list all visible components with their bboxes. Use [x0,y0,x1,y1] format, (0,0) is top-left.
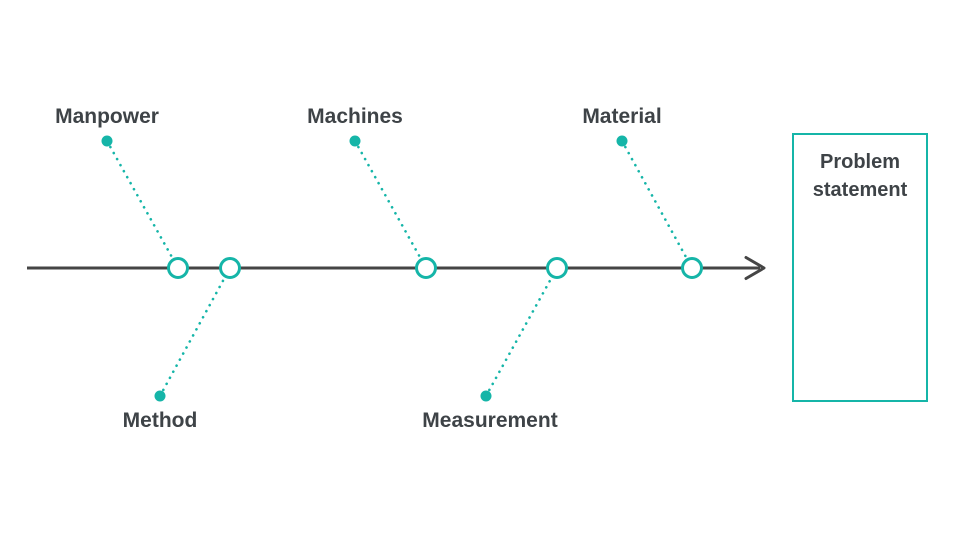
branch-endpoint-dot-measurement [480,390,492,402]
spine-node-manpower [167,257,189,279]
branch-line-machines [353,139,428,270]
branch-line-material [620,139,694,270]
branch-line-manpower [105,139,180,270]
spine-node-material [681,257,703,279]
branch-line-measurement [484,266,559,398]
branch-endpoint-dot-machines [349,135,361,147]
spine-node-machines [415,257,437,279]
problem-statement-label: Problem statement [812,151,908,201]
problem-statement-box: Problem statement [792,133,928,402]
branch-endpoint-dot-method [154,390,166,402]
spine-node-measurement [546,257,568,279]
branch-endpoint-dot-material [616,135,628,147]
branch-endpoint-dot-manpower [101,135,113,147]
branch-label-manpower: Manpower [55,105,159,128]
branch-label-method: Method [122,409,198,432]
branch-label-measurement: Measurement [422,409,558,432]
branch-label-machines: Machines [307,105,403,128]
spine-node-method [219,257,241,279]
arrow-head-icon [744,256,766,280]
branch-line-method [158,266,232,398]
branch-label-material: Material [582,105,662,128]
